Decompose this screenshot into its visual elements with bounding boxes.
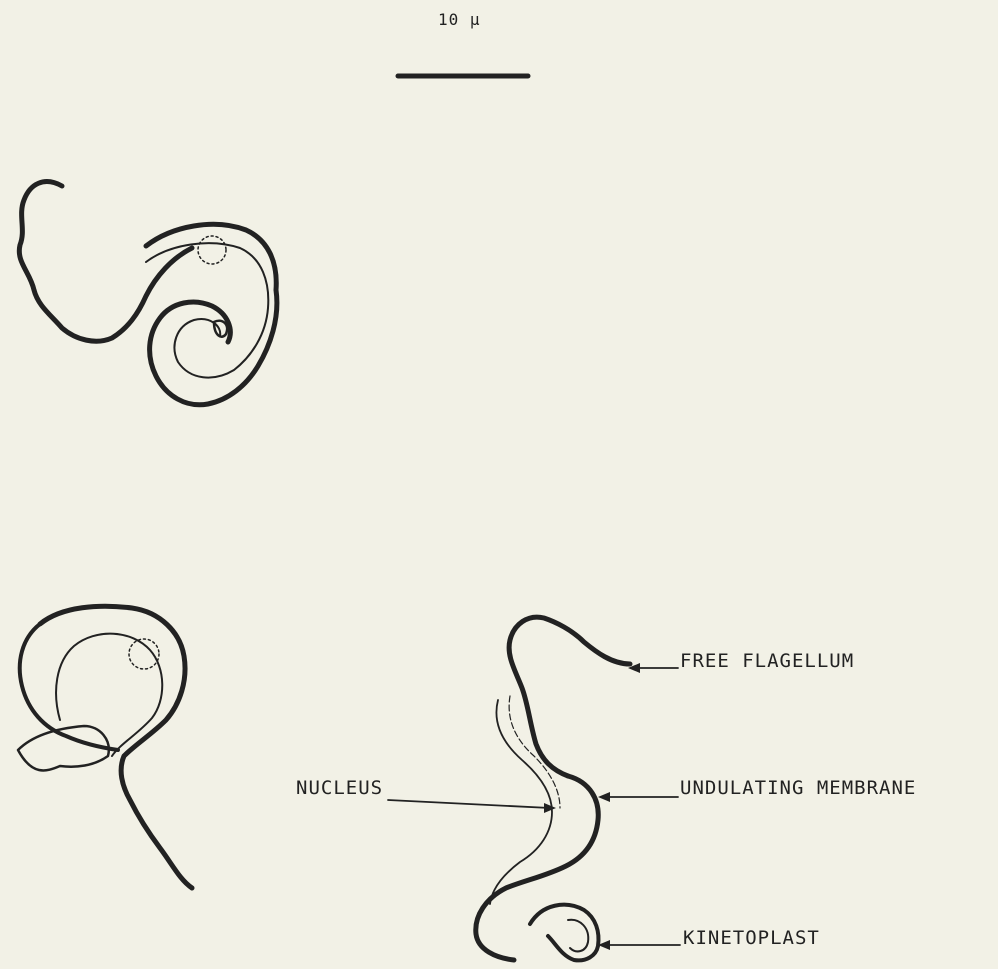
leader-nucleus [388, 800, 550, 808]
free-flagellum-labelled [509, 617, 630, 776]
body-outer-bottom-left [20, 624, 118, 750]
organism-labelled [476, 617, 630, 960]
arrowhead-undulating-membrane [598, 792, 610, 802]
arrowhead-nucleus [544, 803, 556, 813]
kinetoplast-inner-labelled [568, 920, 588, 952]
organism-coiled-top [19, 182, 277, 405]
nucleus-top [198, 236, 226, 264]
free-flagellum-top [19, 182, 192, 342]
undulating-membrane-bottom-left [40, 606, 192, 888]
undulating-membrane-labelled [476, 776, 598, 960]
body-edge-labelled [509, 696, 560, 808]
label-free-flagellum: FREE FLAGELLUM [680, 650, 854, 672]
label-undulating-membrane: UNDULATING MEMBRANE [680, 777, 916, 799]
organism-hooked-bottom-left [18, 606, 192, 888]
scale-bar-label: 10 µ [438, 10, 481, 29]
label-kinetoplast: KINETOPLAST [683, 927, 820, 949]
kinetoplast-bottom-left [18, 726, 109, 770]
label-nucleus: NUCLEUS [296, 777, 383, 799]
